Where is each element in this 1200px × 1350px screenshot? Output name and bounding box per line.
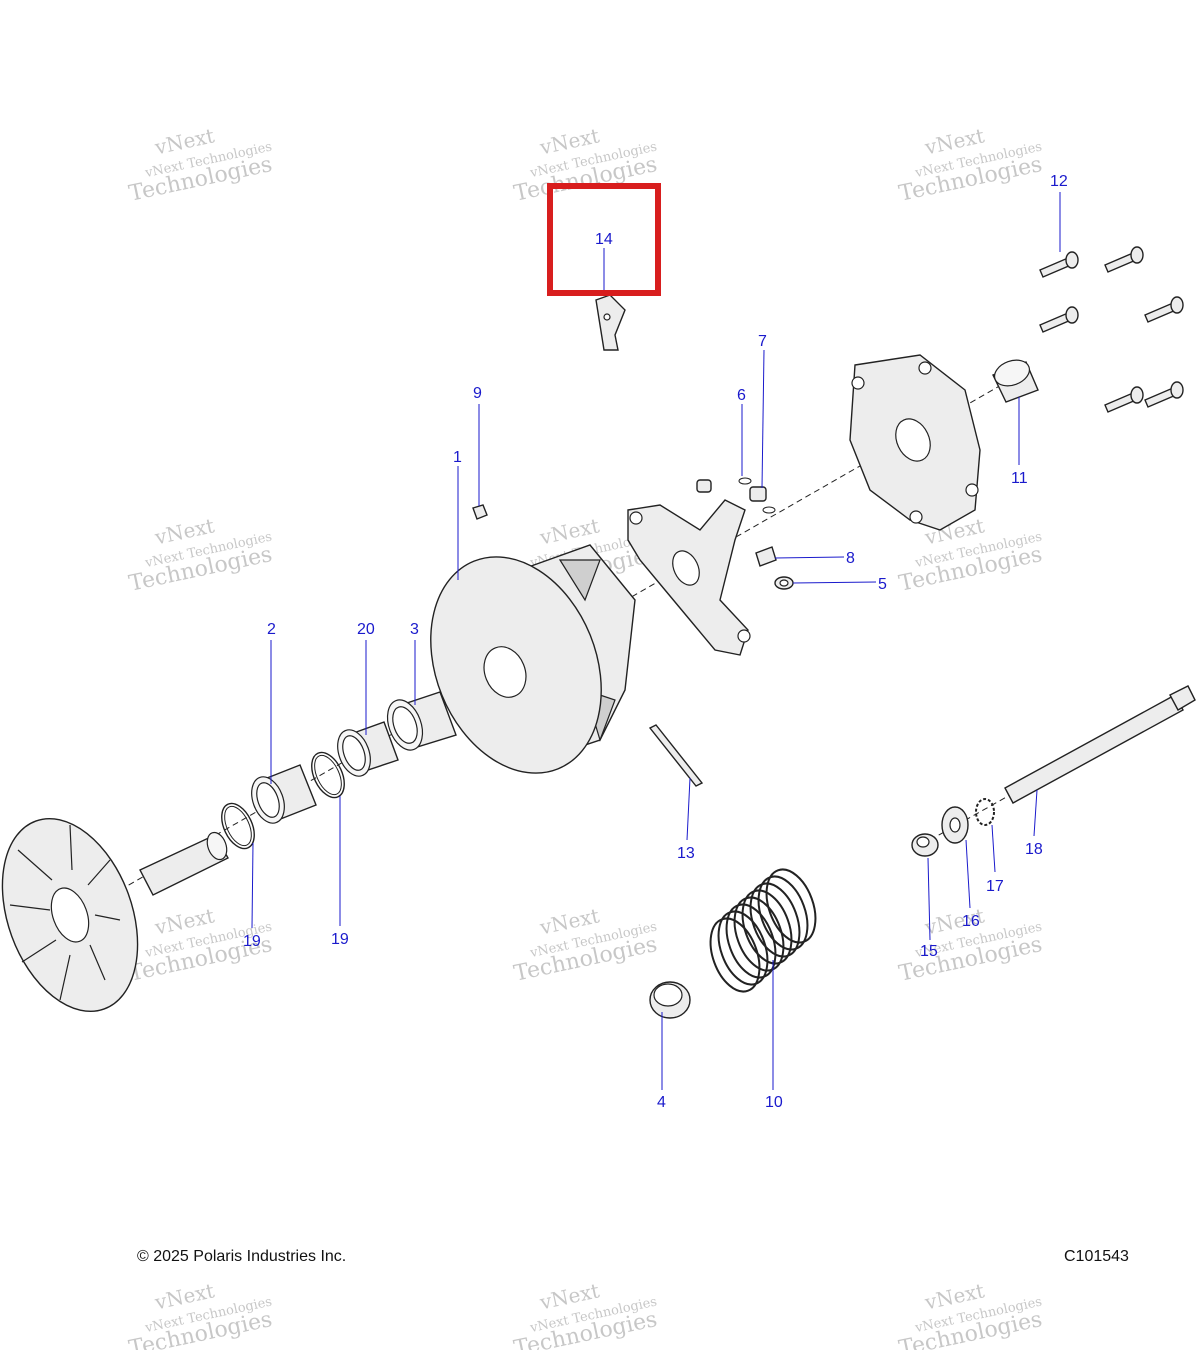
callout-3: 3	[410, 621, 419, 638]
callout-13: 13	[677, 845, 695, 862]
shaft-bolt-18	[1004, 685, 1196, 804]
callout-17: 17	[986, 878, 1004, 895]
spring-coil	[765, 868, 817, 944]
bushing-3	[386, 691, 457, 751]
copyright-text: © 2025 Polaris Industries Inc.	[137, 1248, 347, 1265]
callout-19-right: 19	[331, 931, 349, 948]
callout-15: 15	[920, 943, 938, 960]
callout-6: 6	[737, 387, 746, 404]
callout-7: 7	[758, 333, 767, 350]
moveable-sheave	[430, 544, 636, 774]
bolt	[1104, 386, 1144, 413]
diagram-code: C101543	[1064, 1248, 1129, 1265]
callout-11: 11	[1011, 470, 1028, 487]
bushing-2	[251, 764, 317, 824]
bolts-12	[1039, 246, 1184, 413]
callouts: 1 2 20 3 4 5 6 7 8 9 10 11 12 13 14 15 1…	[243, 173, 1068, 1111]
callout-19-left: 19	[243, 933, 261, 950]
roller-6	[696, 477, 752, 493]
bolt	[1144, 381, 1184, 408]
callout-9: 9	[473, 385, 482, 402]
bolt	[1144, 296, 1184, 323]
callout-1: 1	[453, 449, 462, 466]
bushing-20	[337, 721, 399, 777]
snap-ring-right	[311, 751, 345, 799]
roller-5	[774, 576, 794, 590]
highlight-box	[547, 183, 661, 296]
callout-18: 18	[1025, 841, 1043, 858]
bolt	[1104, 246, 1144, 273]
callout-2: 2	[267, 621, 276, 638]
shift-weight-14	[595, 294, 626, 351]
nut-9	[472, 504, 488, 520]
spider-arm	[627, 499, 751, 656]
spacer-15	[911, 833, 939, 857]
fixed-sheave	[1, 817, 229, 1013]
callout-14: 14	[595, 231, 613, 248]
cover-plate	[849, 354, 981, 531]
bolt	[1039, 306, 1079, 333]
pin-13	[648, 724, 704, 787]
leader-lines	[251, 192, 1061, 1090]
callout-5: 5	[878, 576, 887, 593]
callout-10: 10	[765, 1094, 783, 1111]
lock-washer-17	[975, 798, 995, 826]
bolt	[1039, 251, 1079, 278]
callout-20: 20	[357, 621, 375, 638]
spring-axis	[929, 794, 1011, 841]
callout-8: 8	[846, 550, 855, 567]
roller-7	[749, 486, 776, 514]
button-4	[649, 981, 691, 1019]
pin-8	[755, 546, 777, 567]
callout-4: 4	[657, 1094, 666, 1111]
washer-16	[941, 806, 969, 844]
spring-10	[709, 868, 817, 993]
snap-ring-left	[221, 802, 255, 850]
bushing-11	[992, 359, 1039, 403]
callout-16: 16	[962, 913, 980, 930]
callout-12: 12	[1050, 173, 1068, 190]
